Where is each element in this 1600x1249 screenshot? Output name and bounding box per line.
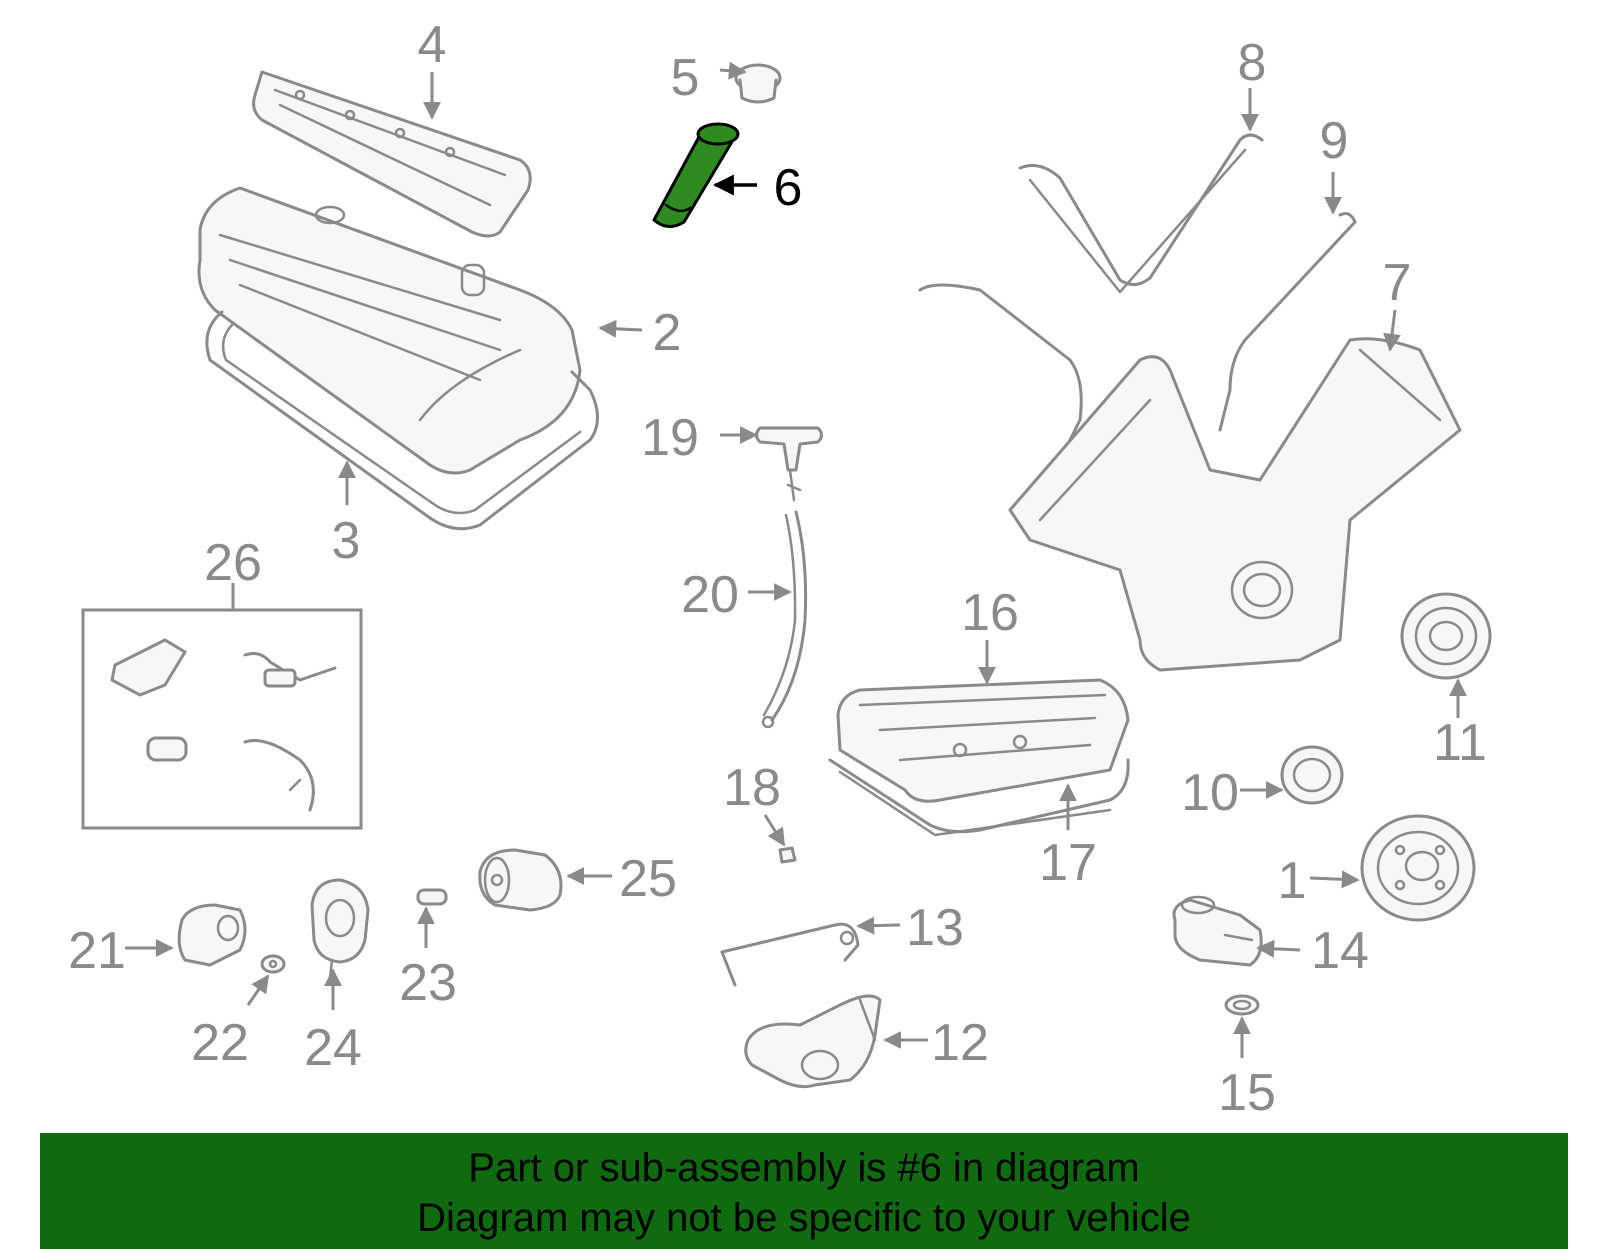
part-17-pan-gasket (828, 758, 1130, 837)
callout-24[interactable]: 24 (304, 1019, 362, 1077)
part-13-bracket (720, 922, 860, 987)
callout-12[interactable]: 12 (931, 1014, 989, 1072)
part-3-gasket (205, 310, 599, 531)
callout-26[interactable]: 26 (204, 534, 262, 592)
part-23-bolt (416, 888, 448, 906)
callout-8[interactable]: 8 (1238, 34, 1267, 92)
callout-4[interactable]: 4 (418, 16, 447, 74)
callout-13[interactable]: 13 (906, 899, 964, 957)
part-19-dipstick-handle (755, 426, 823, 502)
part-18-bolt (778, 846, 797, 864)
part-5-cap (734, 63, 782, 104)
callout-16[interactable]: 16 (961, 584, 1019, 642)
part-11-seal (1400, 592, 1492, 680)
callout-labels: 4 5 6 2 3 8 9 7 11 10 1 14 15 16 17 19 2… (68, 16, 1487, 1122)
callout-6[interactable]: 6 (774, 159, 803, 217)
info-banner: Part or sub-assembly is #6 in diagram Di… (40, 1133, 1568, 1249)
callout-9[interactable]: 9 (1320, 112, 1349, 170)
callout-5[interactable]: 5 (671, 49, 700, 107)
part-8-gasket (1018, 133, 1264, 294)
part-14-mount (1172, 895, 1263, 967)
part-12-pump-housing (744, 994, 882, 1089)
part-4-cover-gasket (252, 70, 532, 238)
part-22-sensor (260, 954, 286, 974)
callout-1[interactable]: 1 (1278, 852, 1307, 910)
part-1-pulley (1360, 814, 1476, 922)
part-26-sensor-kit (81, 608, 363, 830)
part-7-timing-cover (1008, 337, 1462, 672)
callout-21[interactable]: 21 (68, 922, 126, 980)
callout-7[interactable]: 7 (1383, 254, 1412, 312)
part-21-housing (177, 903, 247, 967)
part-25-oil-filter (478, 848, 563, 912)
callout-22[interactable]: 22 (191, 1014, 249, 1072)
part-10-seal (1280, 745, 1344, 805)
banner-line-1: Part or sub-assembly is #6 in diagram (468, 1146, 1140, 1190)
part-15-washer (1224, 994, 1260, 1016)
banner-line-2: Diagram may not be specific to your vehi… (417, 1196, 1191, 1240)
callout-23[interactable]: 23 (399, 954, 457, 1012)
callout-15[interactable]: 15 (1218, 1064, 1276, 1122)
part-9-gasket (918, 212, 1357, 462)
callout-25[interactable]: 25 (619, 850, 677, 908)
part-20-dipstick-tube (761, 510, 808, 729)
part-16-oil-pan (836, 678, 1130, 803)
callout-2[interactable]: 2 (653, 304, 682, 362)
callout-20[interactable]: 20 (681, 566, 739, 624)
part-6-highlighted-tube (652, 122, 740, 228)
callout-18[interactable]: 18 (723, 759, 781, 817)
callout-10[interactable]: 10 (1181, 764, 1239, 822)
part-2-valve-cover (197, 186, 582, 475)
part-24-cooler (310, 878, 370, 980)
callout-11[interactable]: 11 (1433, 714, 1487, 772)
callout-3[interactable]: 3 (332, 512, 361, 570)
leader-lines (125, 61, 1467, 1058)
callout-14[interactable]: 14 (1311, 922, 1369, 980)
callout-17[interactable]: 17 (1039, 834, 1097, 892)
callout-19[interactable]: 19 (641, 409, 699, 467)
